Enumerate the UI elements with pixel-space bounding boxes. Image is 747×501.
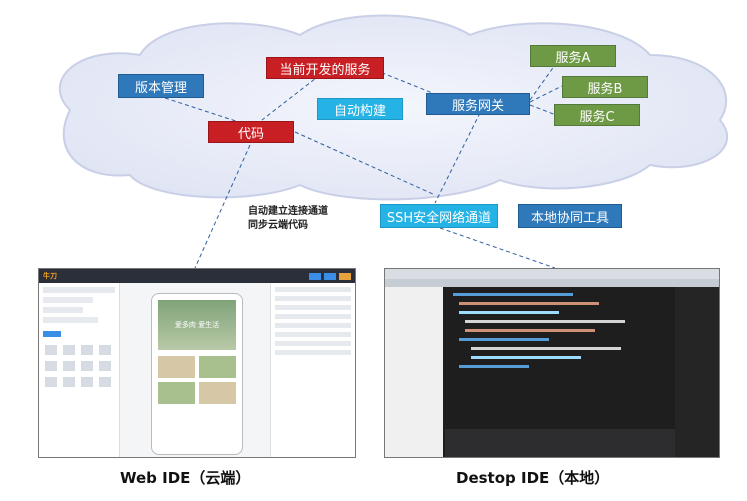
line-ssh-desk [439, 227, 556, 269]
line-code-webide [194, 144, 251, 269]
web-ide-right-panel [270, 283, 355, 457]
line-current-gateway [374, 69, 441, 97]
auto-build-node: 自动构建 [317, 98, 403, 120]
local-tool-node: 本地协同工具 [518, 204, 622, 228]
web-ide-screenshot: 牛刀 爱多肉 爱生活 [38, 268, 356, 458]
topbar-buttons [309, 272, 355, 280]
web-ide-caption: Web IDE（云端） [120, 469, 251, 487]
phone-banner: 爱多肉 爱生活 [158, 300, 236, 350]
service-b-node: 服务B [562, 76, 648, 98]
version-mgmt-node: 版本管理 [118, 74, 204, 98]
desk-explorer [385, 287, 443, 457]
service-gateway-node: 服务网关 [426, 93, 530, 115]
banner-text: 爱多肉 爱生活 [174, 321, 220, 329]
annotation-line-1: 自动建立连接通道 [248, 206, 328, 217]
line-gateway-b [529, 85, 563, 103]
desk-toolbar [385, 279, 719, 287]
ssh-tunnel-node: SSH安全网络通道 [380, 204, 498, 228]
line-code-gateway [294, 131, 436, 196]
line-gateway-c [529, 104, 557, 116]
line-current-code [261, 74, 321, 121]
service-a-node: 服务A [530, 45, 616, 67]
desk-console [445, 429, 675, 457]
desk-titlebar [385, 269, 719, 279]
desktop-ide-screenshot [384, 268, 720, 458]
service-c-node: 服务C [554, 104, 640, 126]
web-ide-phone: 爱多肉 爱生活 [151, 293, 243, 455]
desk-outline [675, 287, 719, 457]
web-ide-topbar: 牛刀 [39, 269, 355, 283]
annotation-line-2: 同步云端代码 [248, 220, 308, 231]
web-ide-logo: 牛刀 [43, 272, 57, 280]
web-ide-left-panel [39, 283, 120, 457]
annotation-label: 自动建立连接通道 同步云端代码 [248, 205, 328, 233]
current-service-node: 当前开发的服务 [266, 57, 384, 79]
line-version-code [164, 97, 249, 126]
code-node: 代码 [208, 121, 294, 143]
desk-editor [445, 287, 675, 427]
line-gateway-ssh [434, 112, 481, 204]
desktop-ide-caption: Destop IDE（本地） [456, 469, 610, 487]
